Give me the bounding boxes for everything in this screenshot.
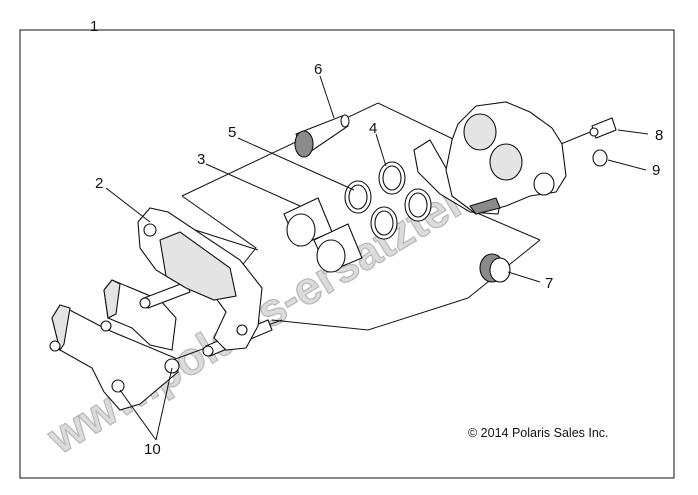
pin-boot-upper [294, 114, 350, 158]
callout-5: 5 [228, 124, 236, 141]
callout-9: 9 [652, 162, 660, 179]
callout-3: 3 [197, 151, 205, 168]
pin-boot-lower [479, 253, 511, 283]
callout-1: 1 [90, 18, 98, 35]
callout-8: 8 [655, 127, 663, 144]
brake-pad-outer [49, 304, 180, 411]
callout-4: 4 [369, 120, 377, 137]
callout-7: 7 [545, 275, 553, 292]
copyright-notice: © 2014 Polaris Sales Inc. [468, 426, 609, 440]
diagram-frame [19, 29, 675, 479]
bleeder-screw [589, 117, 617, 139]
callout-6: 6 [314, 61, 322, 78]
bleeder-cap [592, 149, 608, 167]
callout-leaders [105, 75, 649, 441]
caliper-bracket [137, 207, 263, 351]
callout-2: 2 [95, 175, 103, 192]
callout-10: 10 [144, 441, 161, 458]
pistons [283, 197, 363, 273]
caliper-body [413, 101, 567, 215]
brake-pad-inner [100, 279, 177, 351]
